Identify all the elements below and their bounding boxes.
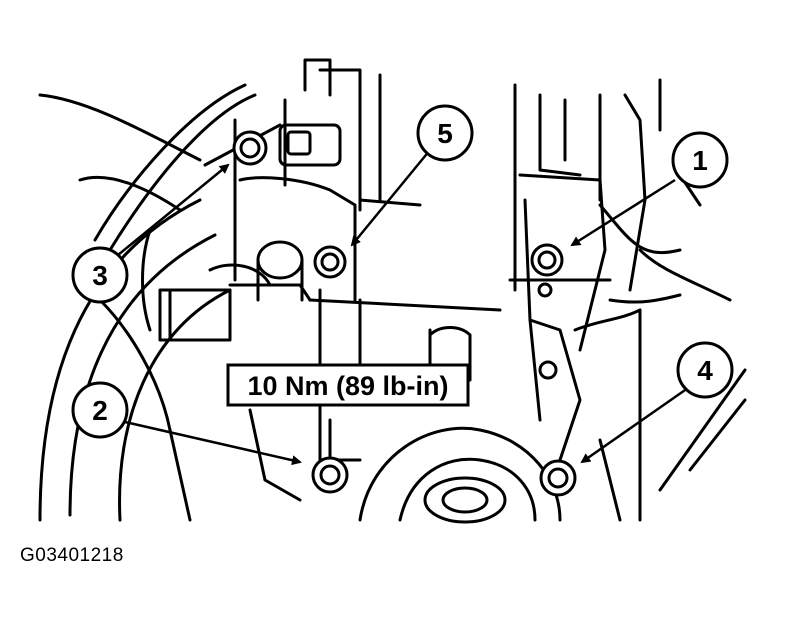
leader-arrow-2 bbox=[124, 420, 302, 466]
engine-line-art bbox=[38, 58, 747, 524]
leader-arrow-3 bbox=[117, 163, 230, 256]
callout-4: 4 bbox=[676, 341, 734, 399]
callout-1: 1 bbox=[671, 131, 729, 189]
leader-arrows bbox=[117, 149, 689, 466]
bolt-5 bbox=[313, 245, 347, 279]
bolt-3 bbox=[232, 130, 268, 166]
bolt-1 bbox=[530, 243, 564, 277]
callout-1-label: 1 bbox=[692, 145, 708, 176]
torque-spec-label: 10 Nm (89 lb-in) bbox=[247, 371, 448, 401]
leader-arrow-1 bbox=[570, 178, 676, 247]
callout-5: 5 bbox=[416, 104, 474, 162]
callout-3: 3 bbox=[71, 246, 129, 304]
callout-3-label: 3 bbox=[92, 260, 108, 291]
callout-2: 2 bbox=[71, 381, 129, 439]
leader-arrow-4 bbox=[580, 386, 689, 464]
torque-spec-box: 10 Nm (89 lb-in) bbox=[226, 363, 470, 407]
callout-5-label: 5 bbox=[437, 118, 453, 149]
bolt-2 bbox=[311, 456, 349, 494]
bolt-4 bbox=[539, 459, 577, 497]
leader-arrow-5 bbox=[350, 149, 431, 247]
figure-id: G03401218 bbox=[20, 545, 124, 566]
callout-4-label: 4 bbox=[697, 355, 713, 386]
callout-2-label: 2 bbox=[92, 395, 108, 426]
